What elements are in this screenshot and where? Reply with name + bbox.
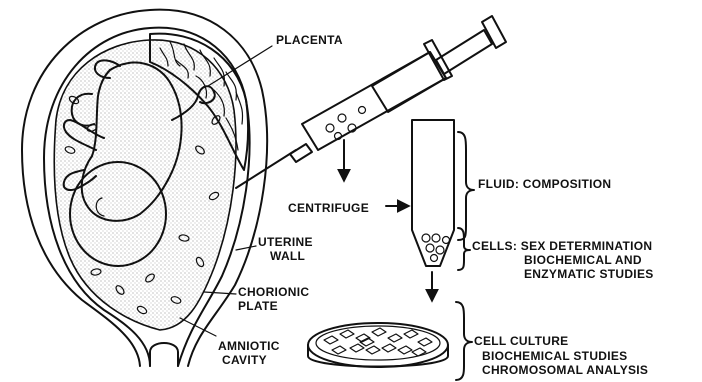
label-amniotic-2: CAVITY — [222, 353, 267, 367]
cervix — [150, 343, 178, 366]
fluid-brace — [458, 132, 474, 240]
test-tube — [412, 120, 454, 266]
label-culture-3: CHROMOSOMAL ANALYSIS — [482, 363, 648, 377]
cultured-cells — [324, 328, 432, 356]
label-uterine-wall-2: WALL — [270, 249, 305, 263]
label-centrifuge: CENTRIFUGE — [288, 201, 369, 215]
label-chorionic-2: PLATE — [238, 299, 278, 313]
label-fluid: FLUID: COMPOSITION — [478, 177, 611, 191]
label-culture-1: CELL CULTURE — [474, 334, 569, 348]
culture-dish — [308, 323, 448, 367]
label-cells-3: ENZYMATIC STUDIES — [524, 267, 654, 281]
label-uterine-wall-1: UTERINE — [258, 235, 313, 249]
label-chorionic-1: CHORIONIC — [238, 285, 309, 299]
label-amniotic-1: AMNIOTIC — [218, 339, 280, 353]
uterine-leader — [236, 246, 256, 250]
syringe-barrel — [302, 52, 446, 150]
label-placenta: PLACENTA — [276, 33, 343, 47]
syringe-plunger — [436, 30, 492, 74]
label-cells-2: BIOCHEMICAL AND — [524, 253, 642, 267]
cells-brace — [458, 228, 470, 270]
label-culture-2: BIOCHEMICAL STUDIES — [482, 349, 628, 363]
culture-brace — [456, 302, 472, 380]
label-cells-1: CELLS: SEX DETERMINATION — [472, 239, 652, 253]
